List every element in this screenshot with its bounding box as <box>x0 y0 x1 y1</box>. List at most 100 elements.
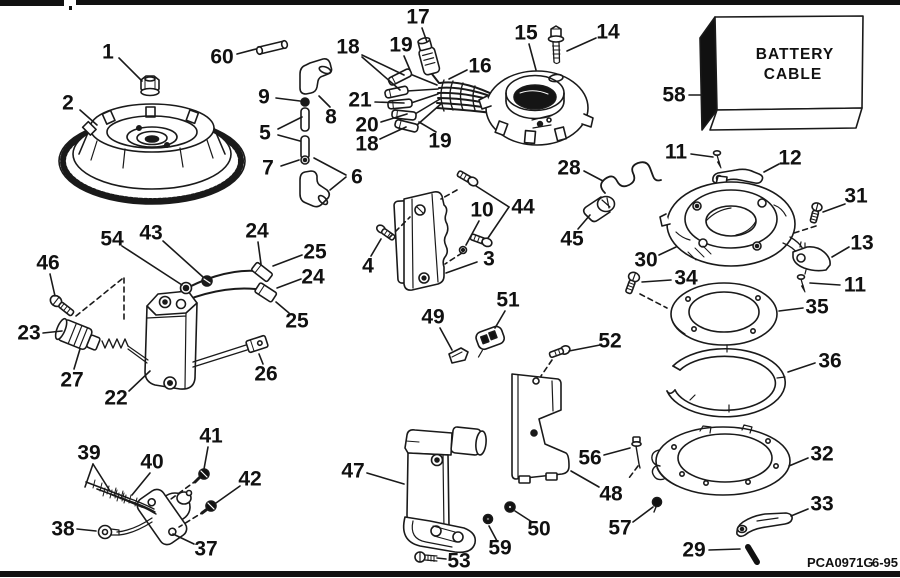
callout-52: 52 <box>598 330 621 353</box>
assembly-dashed-line <box>444 252 463 265</box>
flywheel-nut <box>140 75 160 97</box>
callout-59: 59 <box>488 537 511 560</box>
assembly-dashed-line <box>639 293 668 309</box>
screw-coil <box>49 294 75 317</box>
starter-solenoid <box>136 488 193 546</box>
leader-line <box>361 54 405 76</box>
callout-1: 1 <box>102 41 114 64</box>
callout-44: 44 <box>511 196 535 219</box>
callout-24: 24 <box>301 266 325 289</box>
leader-line <box>380 113 408 123</box>
leader-line <box>528 43 537 71</box>
solenoid-wires <box>85 479 157 515</box>
stator <box>478 70 594 146</box>
leader-line <box>690 153 714 158</box>
leader-line <box>172 533 195 545</box>
callout-32: 32 <box>810 443 833 466</box>
assembly-dashed-line <box>388 216 411 239</box>
leader-line <box>403 55 411 71</box>
screw-adapter <box>631 436 642 469</box>
callout-24: 24 <box>245 220 269 243</box>
leader-line <box>379 126 407 140</box>
assembly-dashed-line <box>540 359 553 377</box>
callout-43: 43 <box>139 222 162 245</box>
callout-15: 15 <box>514 22 538 45</box>
leader-line <box>277 116 303 130</box>
callout-8: 8 <box>325 106 337 129</box>
elbow-boot-upper <box>299 58 333 95</box>
callout-54: 54 <box>100 228 124 251</box>
screw-pack-mid <box>469 233 493 248</box>
top-border-tick <box>69 6 72 10</box>
leader-line <box>632 506 654 523</box>
mounting-bracket <box>402 426 487 554</box>
screw-retainer <box>625 271 641 295</box>
screw-pack-left <box>376 224 396 241</box>
grommet-dot <box>300 97 310 107</box>
assembly-dashed-line <box>178 510 206 528</box>
callout-4: 4 <box>362 255 374 278</box>
callout-21: 21 <box>348 89 372 112</box>
callout-56: 56 <box>578 447 601 470</box>
callout-14: 14 <box>596 21 620 44</box>
leader-line <box>570 470 600 488</box>
coil-grommet <box>179 281 193 295</box>
leader-line <box>439 327 453 351</box>
leader-line <box>203 446 209 470</box>
sensor <box>792 241 831 275</box>
callout-50: 50 <box>527 518 550 541</box>
retaining-ring <box>666 344 786 418</box>
sleeve-tubes <box>300 107 310 160</box>
ground-terminal <box>192 334 269 368</box>
leader-line <box>374 101 405 104</box>
bottom-border-bar <box>0 571 900 577</box>
leader-line <box>276 278 302 289</box>
leader-line <box>475 185 510 208</box>
callout-42: 42 <box>238 468 261 491</box>
screw-timer-base <box>809 202 823 224</box>
leader-line <box>488 525 498 542</box>
callout-11: 11 <box>665 141 688 164</box>
screw-pack-top <box>456 170 479 187</box>
assembly-dashed-line <box>628 465 639 479</box>
callout-51: 51 <box>496 289 520 312</box>
leader-line <box>583 170 604 182</box>
leader-line <box>258 353 264 365</box>
callout-2: 2 <box>62 92 74 115</box>
power-pack <box>393 191 449 291</box>
callout-6: 6 <box>351 166 363 189</box>
leader-line <box>215 485 241 504</box>
plug-boot <box>54 317 101 351</box>
leader-line <box>822 203 846 213</box>
leader-line <box>465 220 480 246</box>
leader-line <box>487 206 510 239</box>
assembly-dashed-line <box>793 225 817 234</box>
wire-clip <box>600 161 662 194</box>
callout-23: 23 <box>17 322 40 345</box>
callout-41: 41 <box>199 425 223 448</box>
ring-terminal <box>97 517 153 540</box>
callout-31: 31 <box>844 185 868 208</box>
spring <box>101 338 149 364</box>
callout-40: 40 <box>140 451 163 474</box>
leader-line <box>275 97 301 102</box>
connector-block <box>475 325 506 358</box>
leader-line <box>329 176 347 191</box>
part-code: PCA0971G <box>807 555 873 570</box>
elbow-boot-lower <box>299 170 331 208</box>
screw-small-upper <box>712 150 722 169</box>
stator-bolt <box>547 25 565 65</box>
roll-pin <box>745 544 760 565</box>
leader-line <box>42 330 63 334</box>
callout-12: 12 <box>778 147 801 170</box>
callout-10: 10 <box>470 199 493 222</box>
battery-cable-box <box>699 15 864 131</box>
leader-line <box>121 245 183 286</box>
leader-line <box>361 56 401 91</box>
ignition-coil <box>144 269 263 390</box>
callout-5: 5 <box>259 122 271 145</box>
callout-20: 20 <box>355 114 378 137</box>
callout-16: 16 <box>468 55 491 78</box>
top-border-bar <box>0 0 64 6</box>
